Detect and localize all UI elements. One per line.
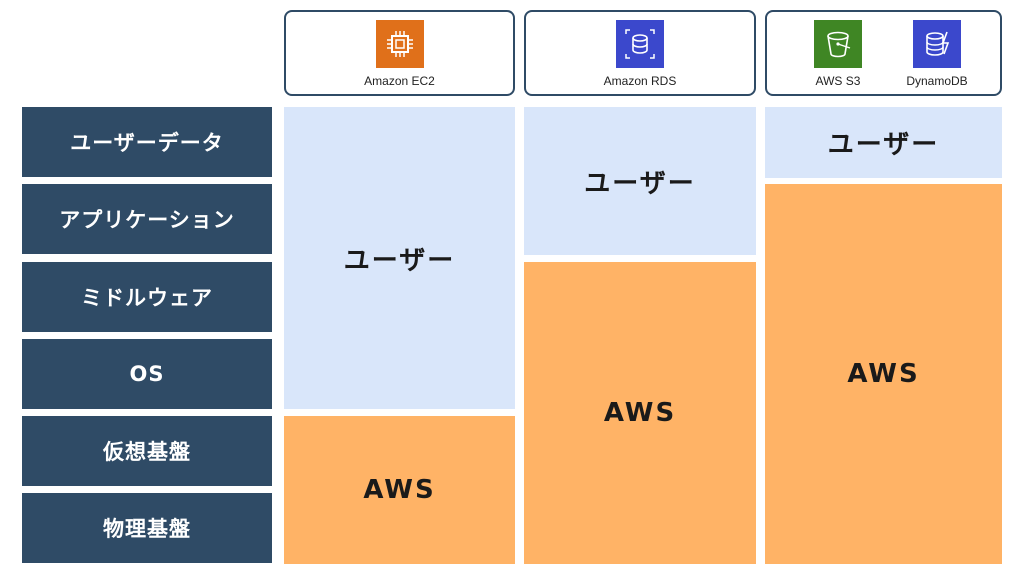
- storage-header-card: AWS S3 DynamoDB: [765, 10, 1002, 96]
- layer-middleware: ミドルウェア: [22, 262, 272, 332]
- s3-icon: [814, 20, 862, 68]
- ec2-service: Amazon EC2: [286, 20, 513, 88]
- layer-physical: 物理基盤: [22, 493, 272, 563]
- layer-user-data: ユーザーデータ: [22, 107, 272, 177]
- ec2-label: Amazon EC2: [364, 74, 435, 88]
- ec2-header-card: Amazon EC2: [284, 10, 515, 96]
- ec2-aws-block: AWS: [284, 416, 515, 564]
- rds-header-card: Amazon RDS: [524, 10, 756, 96]
- rds-service: Amazon RDS: [526, 20, 754, 88]
- s3-label: AWS S3: [815, 74, 861, 88]
- dynamodb-icon: [913, 20, 961, 68]
- dynamodb-service: DynamoDB: [899, 20, 975, 88]
- layer-application: アプリケーション: [22, 184, 272, 254]
- storage-aws-block: AWS: [765, 184, 1002, 564]
- ec2-user-block: ユーザー: [284, 107, 515, 409]
- rds-aws-block: AWS: [524, 262, 756, 564]
- s3-service: AWS S3: [805, 20, 871, 88]
- layer-virtualization: 仮想基盤: [22, 416, 272, 486]
- rds-icon: [616, 20, 664, 68]
- ec2-icon: [375, 20, 424, 68]
- storage-user-block: ユーザー: [765, 107, 1002, 178]
- rds-label: Amazon RDS: [603, 74, 677, 88]
- dynamodb-label: DynamoDB: [906, 74, 968, 88]
- layer-os: OS: [22, 339, 272, 409]
- rds-user-block: ユーザー: [524, 107, 756, 255]
